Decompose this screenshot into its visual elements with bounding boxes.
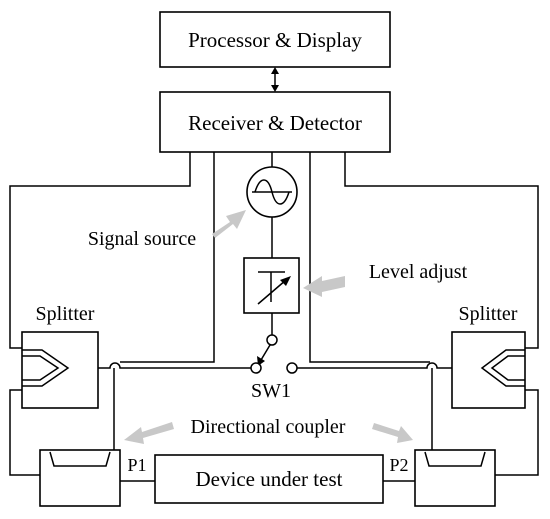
wire-receiver-left-inner [120,152,215,363]
callout-arrow-level-adjust [303,276,345,297]
wire-receiver-right-inner [309,152,430,363]
port1-label: P1 [127,455,146,475]
callout-arrow-coupler-right [372,423,413,443]
sw1-label: SW1 [251,380,291,402]
level-adjust-symbol [243,257,300,314]
receiver-detector-block: Receiver & Detector [159,91,391,153]
wire-switch-right [297,362,482,369]
callout-arrow-coupler-left [124,422,174,444]
wire-splitter-right-coupler [495,389,539,476]
callout-arrow-signal-source [212,210,246,238]
bidirectional-arrow [271,67,279,92]
directional-coupler-label: Directional coupler [191,416,346,438]
wire-receiver-right-outer [344,152,539,349]
receiver-detector-label: Receiver & Detector [188,111,362,135]
splitter-left: Splitter [21,303,99,409]
splitter-right: Splitter [451,303,526,409]
level-adjust-label: Level adjust [369,261,468,283]
signal-source-symbol [246,166,298,218]
splitter-left-label: Splitter [36,303,95,325]
splitter-right-label: Splitter [459,303,518,325]
wire-switch-left [68,362,251,369]
wire-splitter-left-coupler [9,389,40,476]
dut-label: Device under test [196,467,343,491]
processor-display-block: Processor & Display [159,11,391,68]
port2-label: P2 [389,455,408,475]
sw1-switch: SW1 [250,334,298,402]
signal-source-label: Signal source [88,228,196,250]
directional-coupler-right [414,449,496,507]
dut-block: Device under test [154,454,384,504]
processor-display-label: Processor & Display [188,28,362,52]
wire-receiver-left-outer [9,152,191,349]
directional-coupler-left [39,449,121,507]
